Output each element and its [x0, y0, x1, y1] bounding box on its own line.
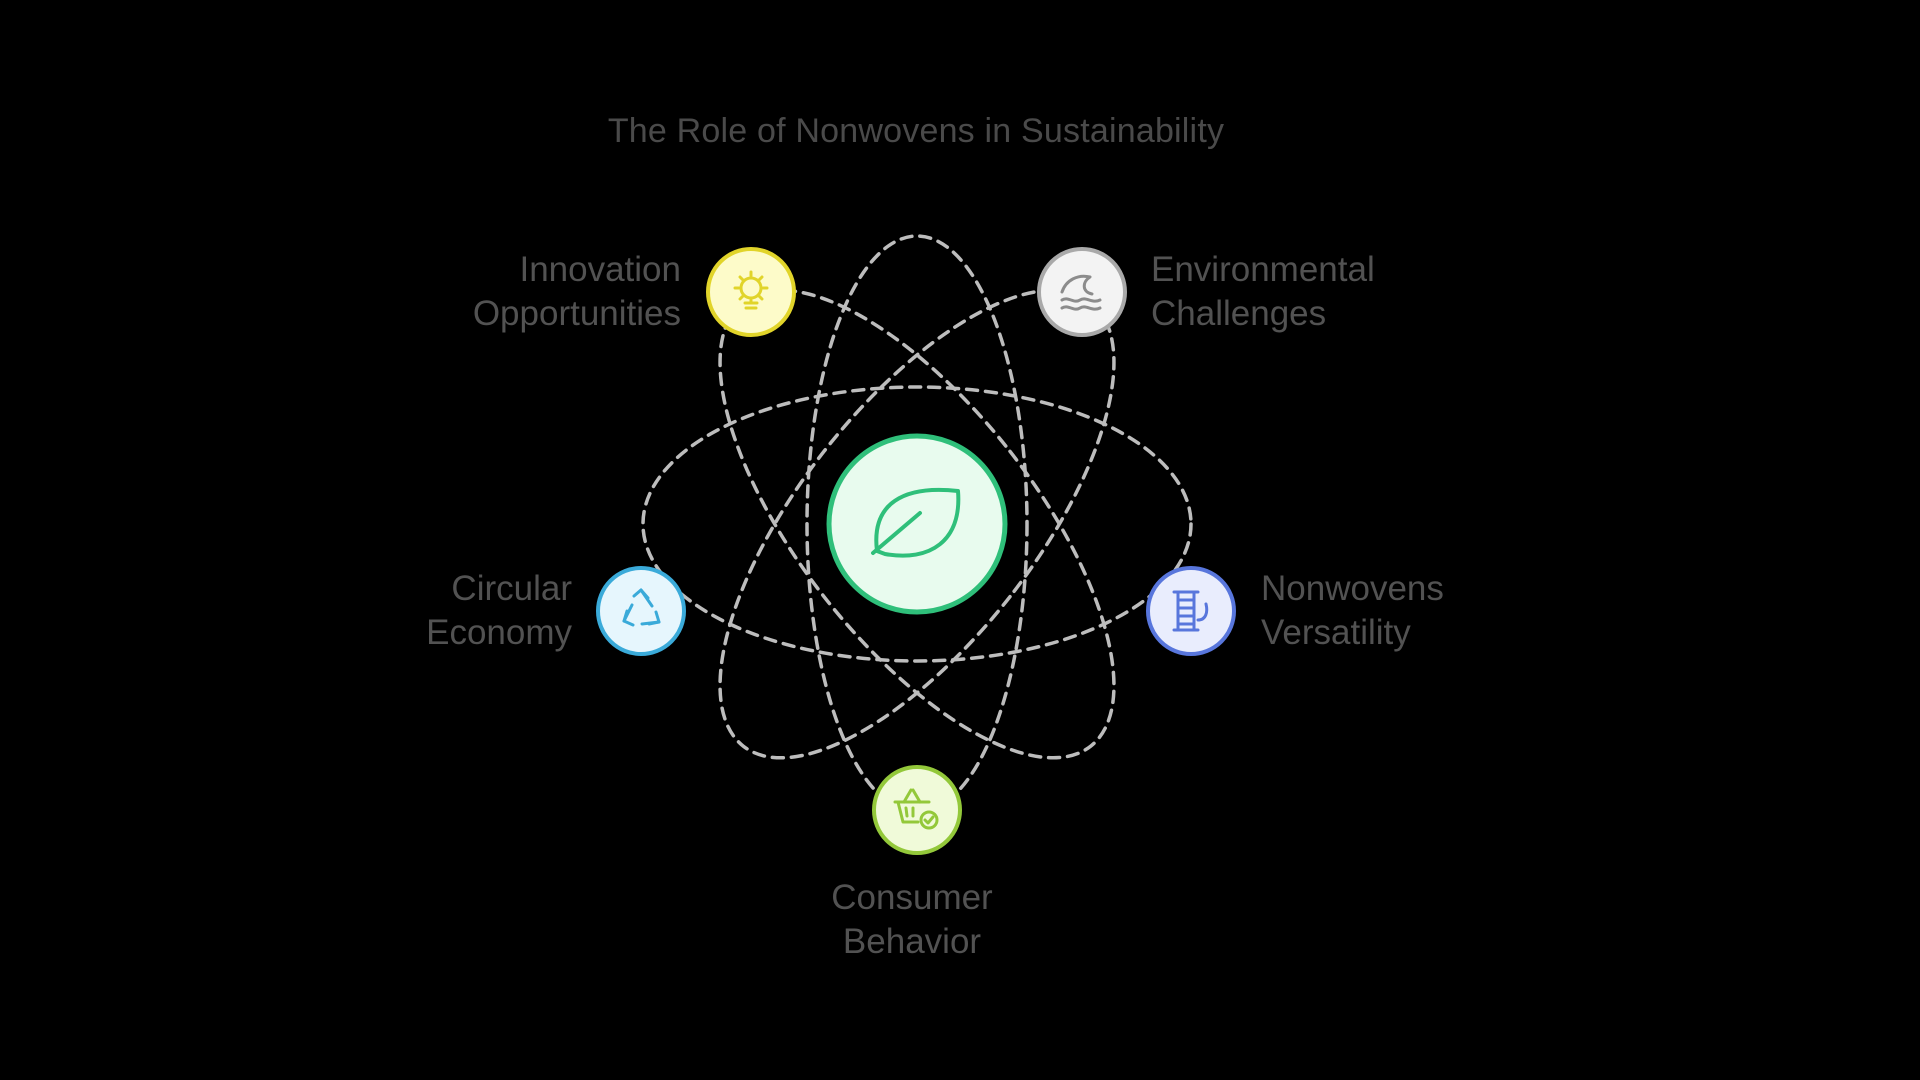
- water-wave-icon: [1060, 274, 1102, 311]
- orbit-diagonal-up: [718, 288, 1116, 760]
- node-consumer: [872, 765, 962, 855]
- leaf-icon: [871, 488, 961, 558]
- node-circular: [596, 566, 686, 656]
- label-innovation: Innovation Opportunities: [472, 250, 681, 333]
- node-environmental: [1037, 247, 1127, 337]
- label-versatility: Nonwovens Versatility: [1261, 569, 1444, 652]
- label-circular: Circular Economy: [426, 569, 572, 652]
- thread-spool-icon: [1172, 590, 1209, 632]
- label-environmental: Environmental Challenges: [1151, 250, 1375, 333]
- recycle-icon: [622, 588, 661, 627]
- label-consumer: Consumer Behavior: [831, 878, 993, 961]
- shopping-basket-check-icon: [893, 788, 939, 830]
- node-versatility: [1146, 566, 1236, 656]
- center-node: [826, 433, 1008, 615]
- node-innovation: [706, 247, 796, 337]
- orbit-diagonal-down: [718, 288, 1116, 760]
- diagram-title: The Role of Nonwovens in Sustainability: [607, 112, 1225, 150]
- lightbulb-gear-icon: [733, 270, 769, 310]
- orbit-horizontal: [641, 385, 1193, 663]
